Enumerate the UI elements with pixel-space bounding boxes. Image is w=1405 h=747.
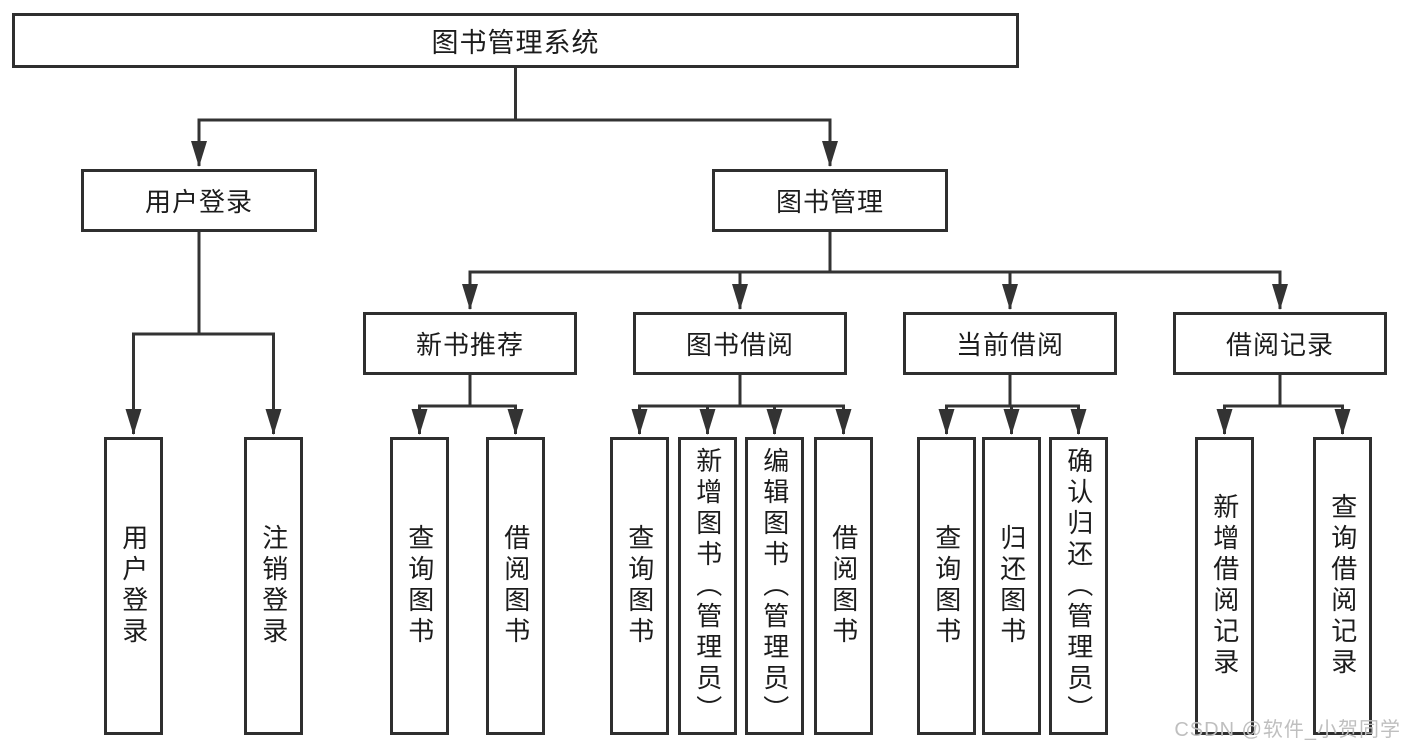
node-label: 新增借阅记录 [1209, 493, 1240, 679]
leaf-add-books-admin: 新增图书（管理员） [678, 437, 737, 735]
node-label: 借阅图书 [828, 524, 859, 648]
node-label: 查询图书 [624, 524, 655, 648]
node-library-management-system: 图书管理系统 [12, 13, 1019, 68]
node-label: 当前借阅 [955, 330, 1064, 360]
leaf-recommend-borrow-books: 借阅图书 [486, 437, 545, 735]
node-book-borrowing: 图书借阅 [633, 312, 847, 375]
node-borrow-records: 借阅记录 [1173, 312, 1387, 375]
node-label: 归还图书 [996, 524, 1027, 648]
node-new-book-recommend: 新书推荐 [363, 312, 577, 375]
node-label: 图书管理 [775, 187, 884, 217]
node-label: 查询图书 [404, 524, 435, 648]
node-label: 新书推荐 [415, 330, 524, 360]
node-label: 查询借阅记录 [1327, 493, 1358, 679]
node-label: 用户登录 [144, 187, 253, 217]
leaf-recommend-query-books: 查询图书 [390, 437, 449, 735]
leaf-logout: 注销登录 [244, 437, 303, 735]
leaf-confirm-return-admin: 确认归还（管理员） [1049, 437, 1108, 735]
node-label: 图书借阅 [685, 330, 794, 360]
node-label: 编辑图书（管理员） [759, 446, 790, 726]
node-label: 图书管理系统 [431, 28, 600, 58]
leaf-return-books: 归还图书 [982, 437, 1041, 735]
leaf-edit-books-admin: 编辑图书（管理员） [745, 437, 804, 735]
node-label: 注销登录 [258, 524, 289, 648]
node-user-login: 用户登录 [81, 169, 317, 232]
leaf-borrow-books: 借阅图书 [814, 437, 873, 735]
leaf-borrow-query-books: 查询图书 [610, 437, 669, 735]
node-label: 确认归还（管理员） [1063, 446, 1094, 726]
leaf-current-query-books: 查询图书 [917, 437, 976, 735]
leaf-add-borrow-record: 新增借阅记录 [1195, 437, 1254, 735]
node-label: 借阅图书 [500, 524, 531, 648]
node-book-management: 图书管理 [712, 169, 948, 232]
node-label: 借阅记录 [1225, 330, 1334, 360]
node-label: 用户登录 [118, 524, 149, 648]
node-current-borrowing: 当前借阅 [903, 312, 1117, 375]
node-label: 新增图书（管理员） [692, 446, 723, 726]
node-label: 查询图书 [931, 524, 962, 648]
leaf-user-login: 用户登录 [104, 437, 163, 735]
leaf-query-borrow-record: 查询借阅记录 [1313, 437, 1372, 735]
